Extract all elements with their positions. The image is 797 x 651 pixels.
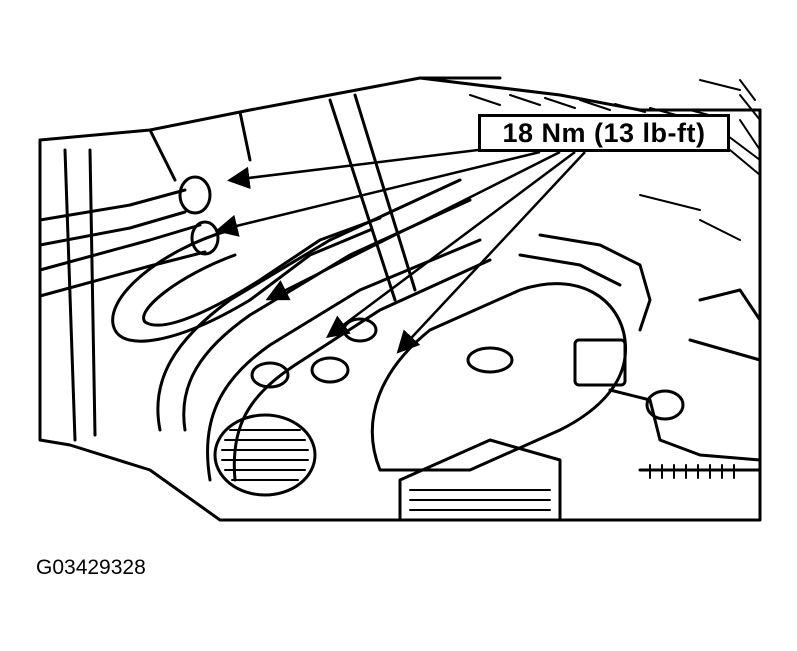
fitting-bolt xyxy=(608,388,762,472)
strut-center xyxy=(328,93,417,302)
return-pipe xyxy=(206,238,482,482)
pump-pulley xyxy=(213,413,317,497)
leader-arrow xyxy=(325,150,576,338)
pump-body xyxy=(370,282,628,472)
fitting-block xyxy=(573,338,627,387)
strut-left xyxy=(63,148,97,442)
pump-bracket xyxy=(518,233,652,332)
bodywork-edge xyxy=(418,76,762,112)
hose-lower-left xyxy=(38,223,207,298)
hatching-right xyxy=(639,129,761,241)
right-bracket xyxy=(688,288,762,362)
pressure-pipe xyxy=(182,198,472,432)
reservoir xyxy=(398,438,562,522)
pressure-pipe xyxy=(156,178,462,432)
reservoir-hatching xyxy=(409,489,551,511)
pulley-grooves xyxy=(221,429,309,481)
pump-port xyxy=(466,346,514,374)
u-pipe-outer xyxy=(111,228,372,343)
leader-arrow xyxy=(396,151,586,354)
hose-clamp xyxy=(178,175,212,215)
scene-outline xyxy=(38,108,762,522)
hose-upper-left xyxy=(38,188,187,247)
u-pipe-inner xyxy=(142,216,382,327)
torque-callout: 18 Nm (13 lb-ft) xyxy=(478,114,730,152)
bodywork-edge xyxy=(38,76,502,182)
leader-arrow xyxy=(265,150,561,301)
pipe-fitting xyxy=(310,356,350,384)
figure-id: G03429328 xyxy=(36,556,146,579)
leader-arrow xyxy=(227,148,479,190)
fitting-nut xyxy=(645,389,685,421)
return-pipe xyxy=(232,258,492,482)
fitting-thread xyxy=(649,464,735,479)
leader-arrow xyxy=(215,150,541,237)
torque-label: 18 Nm (13 lb-ft) xyxy=(502,117,706,148)
pipe-fitting xyxy=(250,361,290,389)
hose-clamp xyxy=(190,220,220,256)
